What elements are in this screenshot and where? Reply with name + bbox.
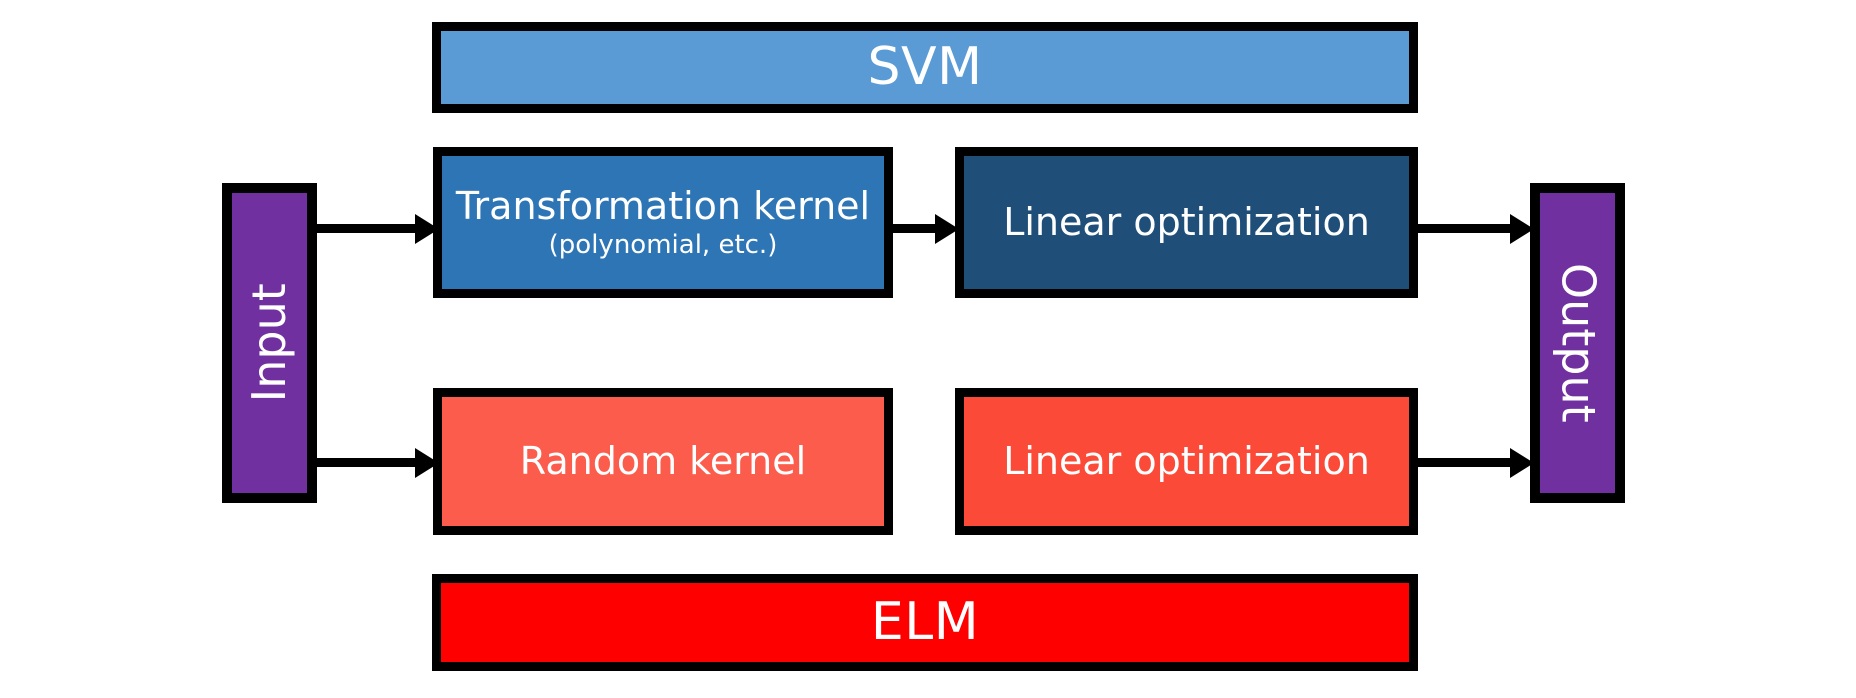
linear-optimization-elm-box: Linear optimization bbox=[955, 388, 1418, 535]
linear-optimization-svm-box: Linear optimization bbox=[955, 147, 1418, 298]
linear-optimization-svm-label: Linear optimization bbox=[1003, 200, 1370, 245]
transformation-kernel-sublabel: (polynomial, etc.) bbox=[548, 230, 778, 261]
elm-banner-label: ELM bbox=[870, 592, 980, 653]
arrow-right-icon-input-to-random-kernel bbox=[313, 458, 417, 467]
input-block-label: Input bbox=[241, 283, 296, 403]
output-block: Output bbox=[1530, 183, 1625, 503]
arrow-right-icon-linear-optimization-to-output bbox=[1418, 224, 1512, 233]
output-block-label: Output bbox=[1551, 263, 1606, 423]
random-kernel-box: Random kernel bbox=[433, 388, 893, 535]
arrow-right-icon-input-to-transformation-kernel bbox=[313, 224, 417, 233]
elm-banner: ELM bbox=[432, 574, 1418, 671]
arrow-right-icon-linear-optimization-elm-to-output bbox=[1418, 458, 1512, 467]
arrow-right-icon-transformation-kernel-to-linear-optimization bbox=[893, 224, 937, 233]
random-kernel-label: Random kernel bbox=[519, 439, 807, 484]
svm-banner-label: SVM bbox=[867, 37, 983, 98]
svm-banner: SVM bbox=[432, 22, 1418, 113]
input-block: Input bbox=[222, 183, 317, 503]
transformation-kernel-label: Transformation kernel bbox=[455, 183, 871, 228]
linear-optimization-elm-label: Linear optimization bbox=[1003, 439, 1370, 484]
transformation-kernel-box: Transformation kernel (polynomial, etc.) bbox=[433, 147, 893, 298]
